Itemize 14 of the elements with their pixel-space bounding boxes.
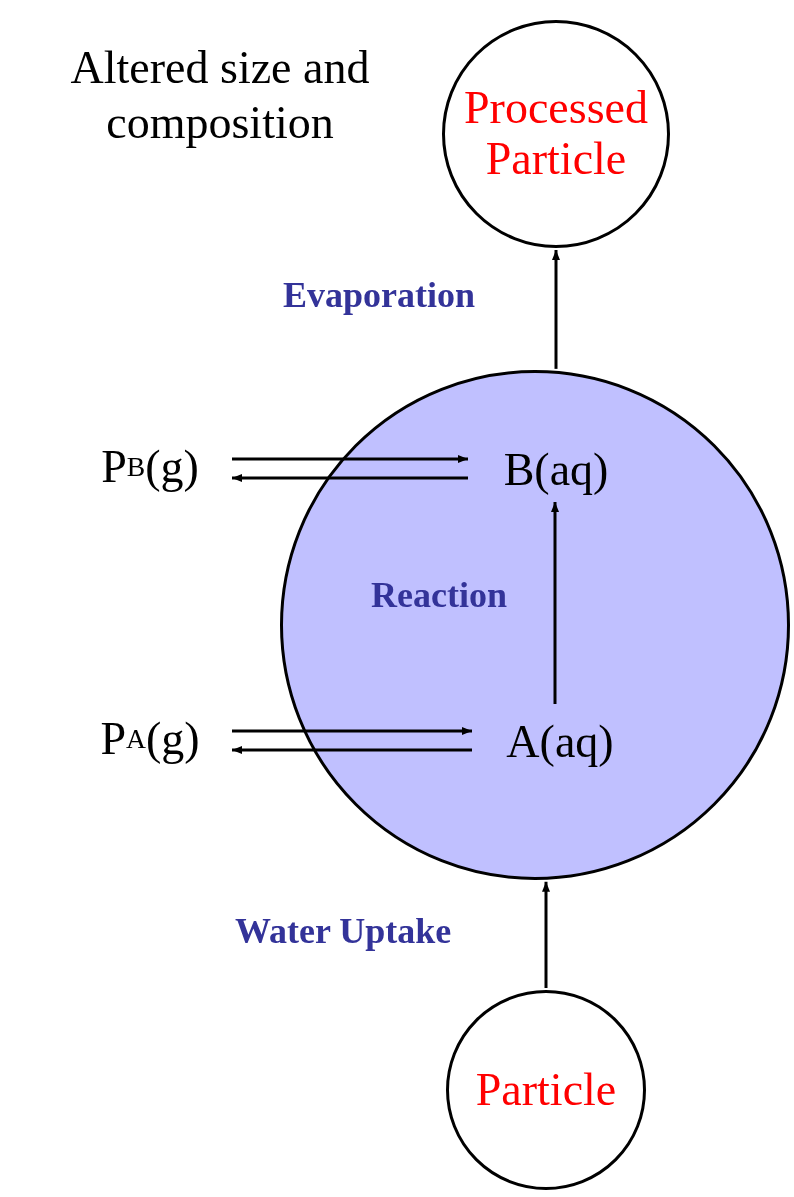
species-label: A(aq) — [475, 707, 645, 777]
node-label: Processed Particle — [463, 83, 649, 185]
particle-circle — [446, 990, 646, 1190]
arrow — [542, 881, 550, 988]
species-label: B(aq) — [471, 435, 641, 505]
arrow — [232, 727, 472, 735]
node-label: Particle — [475, 1064, 617, 1116]
arrow — [551, 502, 559, 704]
arrow — [232, 746, 472, 754]
annotation-text: Altered size and composition — [69, 41, 371, 151]
arrow — [232, 474, 468, 482]
particle-circle — [442, 20, 670, 248]
arrow — [232, 455, 468, 463]
arrow — [552, 250, 560, 369]
